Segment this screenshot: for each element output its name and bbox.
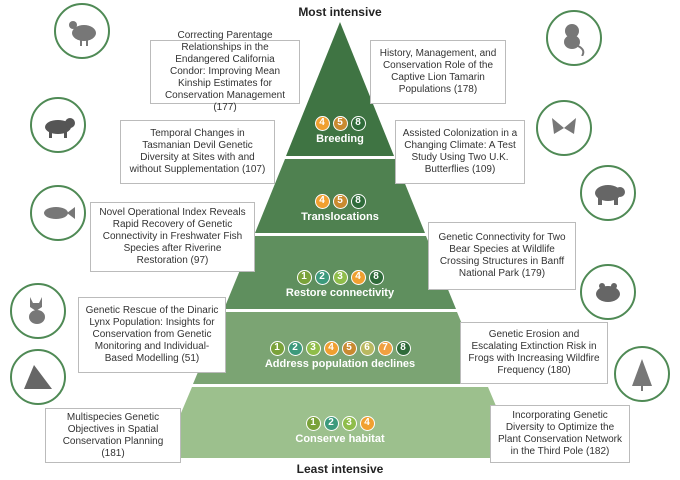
lynx-icon [10,283,66,339]
study-box: Genetic Erosion and Escalating Extinctio… [460,322,608,384]
badge-4: 4 [314,194,330,209]
badge-5: 5 [341,341,357,356]
condor-icon [54,3,110,59]
badge-8: 8 [350,194,366,209]
butterfly-icon [536,100,592,156]
tier-breeding-shape [286,22,394,156]
bear-icon [580,165,636,221]
badge-5: 5 [332,116,348,131]
tier-conserve-shape [162,387,518,458]
study-box: Genetic Connectivity for Two Bear Specie… [428,222,576,290]
study-box: Novel Operational Index Reveals Rapid Re… [90,202,255,272]
badge-2: 2 [287,341,303,356]
study-box: History, Management, and Conservation Ro… [370,40,506,104]
most-intensive-label: Most intensive [298,5,382,19]
fish-icon [30,185,86,241]
badge-1: 1 [296,270,312,285]
study-box: Correcting Parentage Relationships in th… [150,30,300,113]
badge-4: 4 [359,416,375,431]
badge-3: 3 [305,341,321,356]
frog-icon [580,264,636,320]
study-box: Incorporating Genetic Diversity to Optim… [490,405,630,463]
badge-4: 4 [323,341,339,356]
badge-3: 3 [341,416,357,431]
badge-8: 8 [368,270,384,285]
badge-3: 3 [332,270,348,285]
tier-name: Conserve habitat [295,433,385,445]
tree-icon [614,346,670,402]
badge-8: 8 [350,116,366,131]
tier-name: Breeding [316,133,364,145]
badge-1: 1 [305,416,321,431]
badge-2: 2 [314,270,330,285]
landscape-icon [10,349,66,405]
least-intensive-label: Least intensive [296,462,384,476]
badge-4: 4 [350,270,366,285]
study-box: Genetic Rescue of the Dinaric Lynx Popul… [78,297,226,373]
badge-5: 5 [332,194,348,209]
study-box: Assisted Colonization in a Changing Clim… [395,120,525,184]
tasmanian-devil-icon [30,97,86,153]
study-box: Multispecies Genetic Objectives in Spati… [45,408,181,463]
badge-1: 1 [269,341,285,356]
badge-8: 8 [395,341,411,356]
badge-6: 6 [359,341,375,356]
tamarin-icon [546,10,602,66]
tier-name: Restore connectivity [285,287,395,299]
badge-2: 2 [323,416,339,431]
badge-4: 4 [314,116,330,131]
study-box: Temporal Changes in Tasmanian Devil Gene… [120,120,275,184]
tier-name: Translocations [301,211,379,223]
tier-name: Address population declines [264,358,416,370]
tier-address-shape [193,312,487,384]
badge-7: 7 [377,341,393,356]
